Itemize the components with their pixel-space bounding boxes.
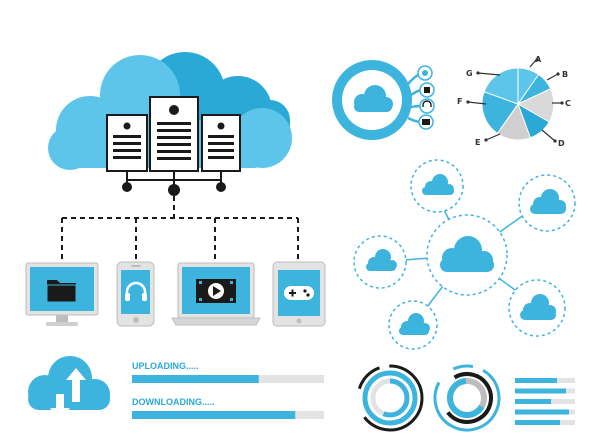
hub-bottom-right-cloud-icon <box>520 294 556 320</box>
device-network-lines <box>61 196 299 262</box>
magnifier-app-icons <box>417 65 435 130</box>
tablet-device <box>272 261 326 327</box>
downloading-label: DOWNLOADING..... <box>132 397 215 407</box>
cloud-magnifier <box>332 60 435 140</box>
bar-fill <box>515 388 566 394</box>
cloud-network-hub <box>353 159 576 350</box>
server-center <box>149 96 199 172</box>
downloading-fill <box>132 411 296 419</box>
pie-label-b: B <box>562 70 568 79</box>
server-connectors <box>122 171 226 196</box>
hub-bottom-left-cloud-icon <box>399 313 430 335</box>
server-left <box>106 114 148 172</box>
pie-label-lines <box>467 59 562 142</box>
uploading-fill <box>132 375 259 383</box>
hub-cloud-icons <box>366 174 566 335</box>
uploading-label: UPLOADING..... <box>132 361 199 371</box>
desktop-device <box>25 262 99 326</box>
horizontal-bar-list <box>515 378 575 425</box>
server-cloud <box>48 52 292 196</box>
hub-left-cloud-icon <box>366 249 397 271</box>
hub-center-cloud-icon <box>440 236 494 272</box>
pie-label-g: G <box>466 69 473 78</box>
bar-fill <box>515 409 569 415</box>
pie-label-dots <box>466 58 564 143</box>
upload-download-cloud-icon <box>28 356 110 420</box>
ring-gauge-left <box>356 364 424 432</box>
pie-label-f: F <box>457 97 462 106</box>
gamepad-icon <box>284 286 314 300</box>
phone-device <box>116 261 155 327</box>
pie-segments-chart: A B C D E F G <box>457 55 571 148</box>
bar-fill <box>515 420 560 425</box>
pie-label-a: A <box>535 55 542 64</box>
bar-fill <box>515 399 551 404</box>
downloading-progress: DOWNLOADING..... <box>132 397 324 419</box>
bar-fill <box>515 378 557 383</box>
hub-top-cloud-icon <box>422 174 454 195</box>
pie-label-d: D <box>558 139 565 148</box>
pie-slices <box>481 67 555 141</box>
pie-label-c: C <box>565 99 571 108</box>
video-icon <box>196 279 236 303</box>
laptop-device <box>171 262 261 326</box>
server-right <box>201 114 241 172</box>
folder-icon <box>46 280 77 303</box>
cloud-icon <box>354 85 393 112</box>
hub-top-right-cloud-icon <box>530 189 566 214</box>
pie-slice <box>481 91 519 135</box>
headphones-icon <box>125 281 147 301</box>
ring-gauge-right <box>433 364 501 432</box>
pie-label-e: E <box>475 138 480 147</box>
uploading-progress: UPLOADING..... <box>132 361 324 383</box>
